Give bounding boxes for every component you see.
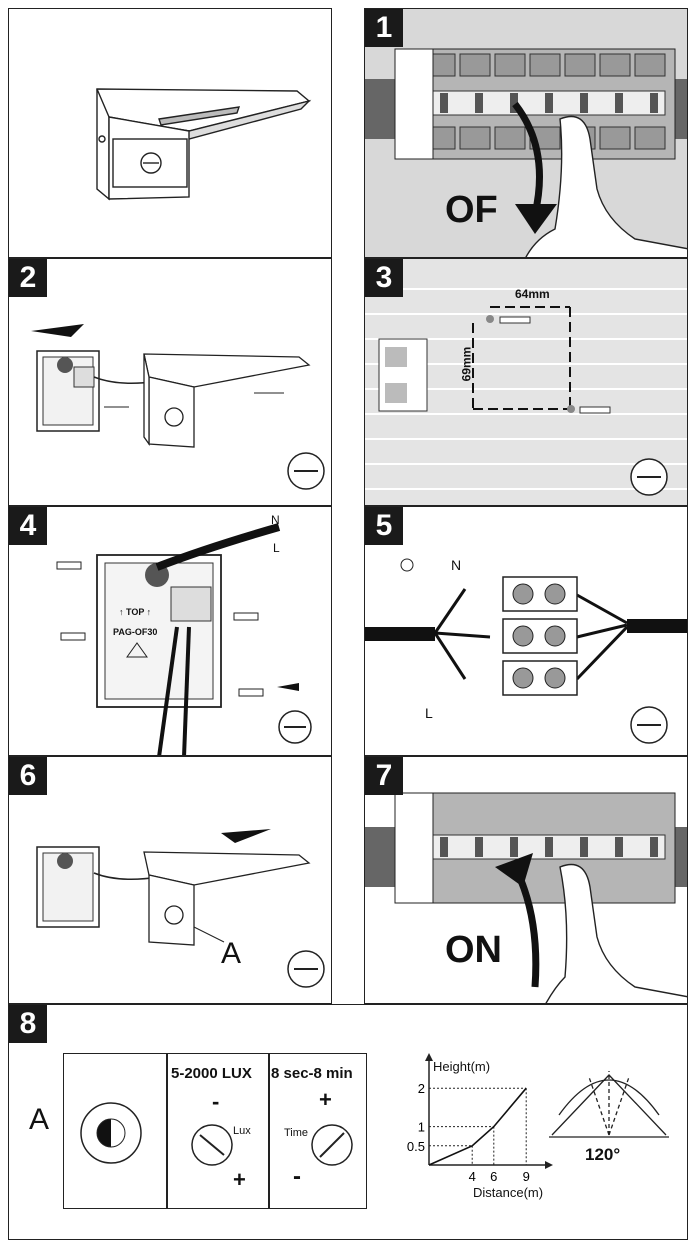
panel-step-7: 7 ON (364, 756, 688, 1004)
panel-step-4: 4 N L ↑ TOP ↑ PAG-OF30 (8, 506, 332, 756)
wire-n-label: N (271, 513, 280, 527)
knob-callout-a: A (29, 1103, 50, 1136)
plate-model-label: PAG-OF30 (113, 627, 158, 637)
width-dimension: 64mm (515, 287, 550, 301)
chart-xlabel: Distance(m) (473, 1185, 544, 1200)
lux-minus: - (212, 1089, 220, 1114)
chart-ylabel: Height(m) (433, 1059, 491, 1074)
step-number: 8 (9, 1005, 47, 1043)
step-number: 2 (9, 259, 47, 297)
base-plate-illustration (56, 523, 312, 755)
chart-x-tick-label: 4 (469, 1169, 476, 1184)
height-dimension: 69mm (459, 346, 474, 382)
chart-y-tick-label: 0.5 (407, 1139, 425, 1154)
chart-curve (428, 1087, 527, 1166)
on-label: ON (445, 929, 502, 971)
panel-step-5: 5 N L (364, 506, 688, 756)
step-number: 4 (9, 507, 47, 545)
breaker-on-illustration (365, 792, 687, 1003)
time-minus: - (293, 1163, 301, 1190)
chart-y-arrow (425, 1053, 433, 1061)
chart-x-arrow (545, 1161, 553, 1169)
step-number: 7 (365, 757, 403, 795)
time-plus: + (319, 1087, 332, 1112)
panel-step-3: 3 64mm 69mm (364, 258, 688, 506)
terminal-block-illustration (365, 558, 687, 744)
plate-top-label: ↑ TOP ↑ (119, 607, 152, 617)
callout-a: A (221, 937, 242, 970)
chart-y-tick-label: 2 (418, 1081, 425, 1096)
wire-l-label: L (425, 705, 433, 721)
step-number: 1 (365, 9, 403, 47)
angle-label: 120° (585, 1145, 621, 1164)
wire-l-label: L (273, 541, 280, 555)
panel-step-2: 2 (8, 258, 332, 506)
lux-plus: + (233, 1167, 246, 1192)
lux-knob-label: Lux (233, 1125, 251, 1137)
panel-step-8: 8 A 5-2000 LUX - Lux + 8 sec-8 min + Tim… (8, 1004, 688, 1240)
chart-x-tick-label: 6 (490, 1169, 497, 1184)
off-label: OF (445, 189, 498, 231)
step-number: 5 (365, 507, 403, 545)
time-range-label: 8 sec-8 min (271, 1065, 353, 1082)
chart-x-tick-label: 9 (523, 1169, 530, 1184)
settings-box (63, 1053, 367, 1209)
remove-base-illustration (31, 324, 325, 490)
panel-step-6: 6 A (8, 756, 332, 1004)
lux-range-label: 5-2000 LUX (171, 1065, 252, 1082)
lamp-illustration (96, 88, 312, 201)
settings-illustration (80, 1071, 669, 1166)
wire-n-label: N (451, 557, 462, 573)
panel-step-1: 1 OF (364, 8, 688, 258)
attach-lamp-illustration (36, 829, 325, 988)
time-knob-label: Time (284, 1127, 309, 1139)
panel-product (8, 8, 332, 258)
brick-wall-illustration (365, 288, 687, 496)
breaker-off-illustration (365, 48, 687, 257)
step-number: 6 (9, 757, 47, 795)
step-number: 3 (365, 259, 403, 297)
chart-y-tick-label: 1 (418, 1120, 425, 1135)
